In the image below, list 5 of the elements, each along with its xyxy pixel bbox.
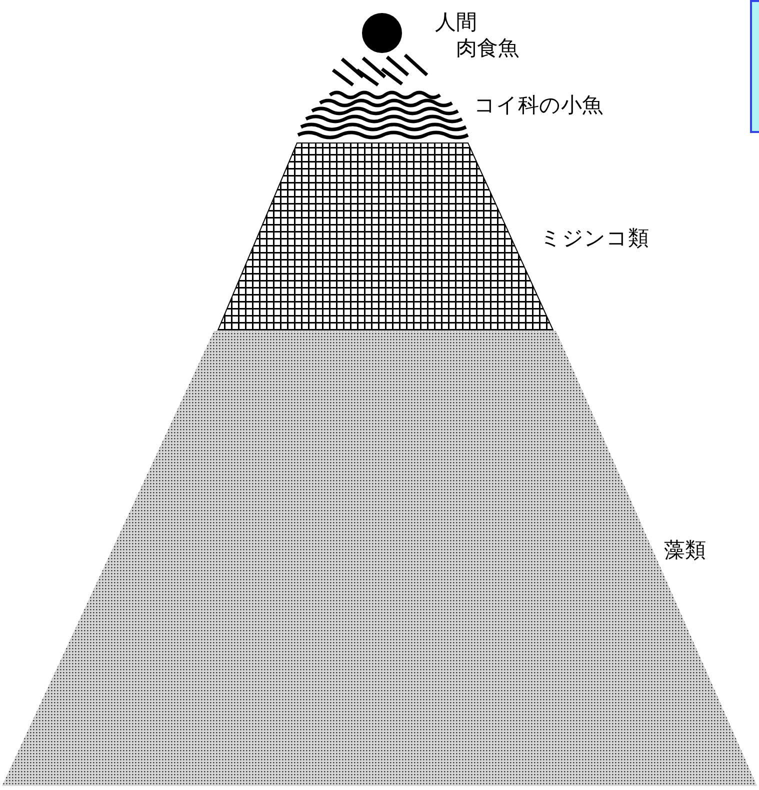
tier-label: 肉食魚 xyxy=(456,36,519,60)
tier-label: コイ科の小魚 xyxy=(474,93,603,117)
tier-label: ミジンコ類 xyxy=(540,226,649,250)
tier-label: 人間 xyxy=(435,10,477,34)
tier-label: 藻類 xyxy=(664,538,706,562)
